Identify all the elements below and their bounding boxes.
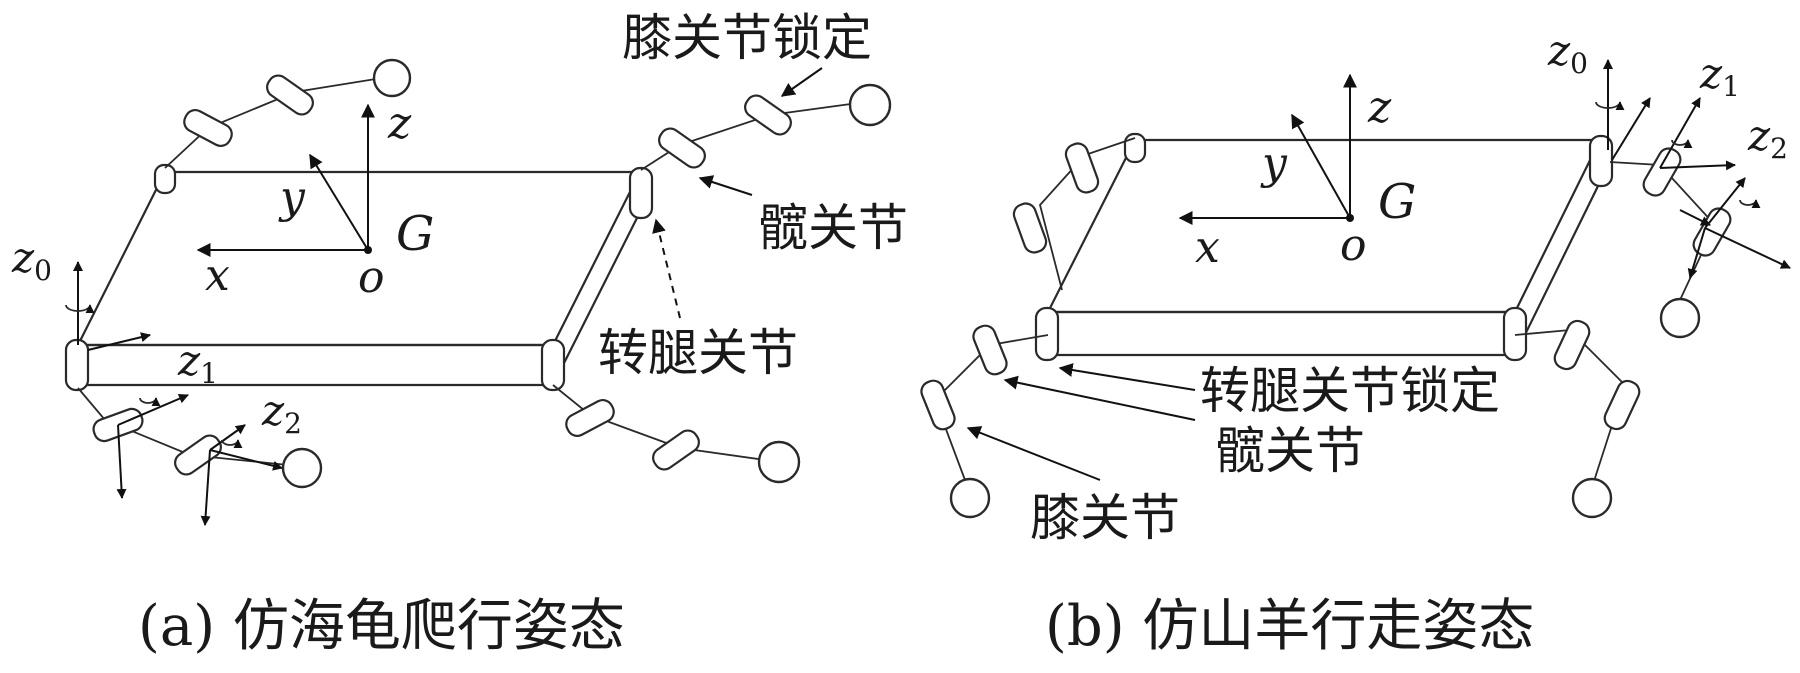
coord-frame-a — [196, 103, 375, 257]
axis-x-label-b: x — [1195, 222, 1220, 273]
joint-axes-b — [1595, 59, 1791, 279]
label-rotating-leg-locked-b: 转腿关节锁定 — [1200, 362, 1500, 420]
panel-a: z y x o G — [11, 9, 908, 659]
callouts-a — [652, 67, 823, 319]
label-rotating-leg-a: 转腿关节 — [598, 324, 798, 382]
z1-label-a: z1 — [177, 336, 218, 390]
centroid-label-b: G — [1378, 174, 1416, 230]
panel-b: z y x o G — [920, 26, 1791, 659]
joint-axes-a — [65, 261, 283, 526]
axis-z-label-b: z — [1367, 82, 1392, 133]
axis-z-label-a: z — [387, 98, 412, 149]
centroid-label-a: G — [396, 206, 434, 262]
caption-b: (b) 仿山羊行走姿态 — [1045, 594, 1534, 659]
axis-y-label-b: y — [1260, 138, 1288, 189]
caption-a: (a) 仿海龟爬行姿态 — [138, 594, 625, 659]
z1-label-b: z1 — [1699, 49, 1740, 103]
leg-back-right-b — [1609, 147, 1732, 339]
z0-label-b: z0 — [1547, 26, 1588, 80]
origin-label-a: o — [358, 252, 385, 303]
label-hip-a: 髋关节 — [758, 199, 908, 257]
leg-back-left-a — [164, 58, 412, 169]
leg-front-right-a — [552, 384, 801, 484]
z2-label-b: z2 — [1747, 111, 1788, 165]
axis-y-label-a: y — [278, 172, 306, 223]
coord-frame-b — [1178, 73, 1357, 225]
leg-front-left-b — [920, 324, 1049, 519]
body-plate-a — [64, 163, 654, 392]
callouts-b — [966, 363, 1196, 481]
label-knee-locked-a: 膝关节锁定 — [622, 9, 872, 67]
leg-back-right-a — [640, 83, 892, 171]
leg-back-left-b — [1012, 137, 1136, 291]
z0-label-a: z0 — [11, 233, 52, 287]
label-knee-b: 膝关节 — [1030, 489, 1180, 547]
body-plate-b — [1034, 132, 1614, 362]
label-hip-b: 髋关节 — [1215, 422, 1365, 480]
z2-label-a: z2 — [261, 386, 302, 440]
origin-label-b: o — [1340, 220, 1367, 271]
leg-front-right-b — [1514, 319, 1641, 519]
axis-x-label-a: x — [205, 250, 230, 301]
